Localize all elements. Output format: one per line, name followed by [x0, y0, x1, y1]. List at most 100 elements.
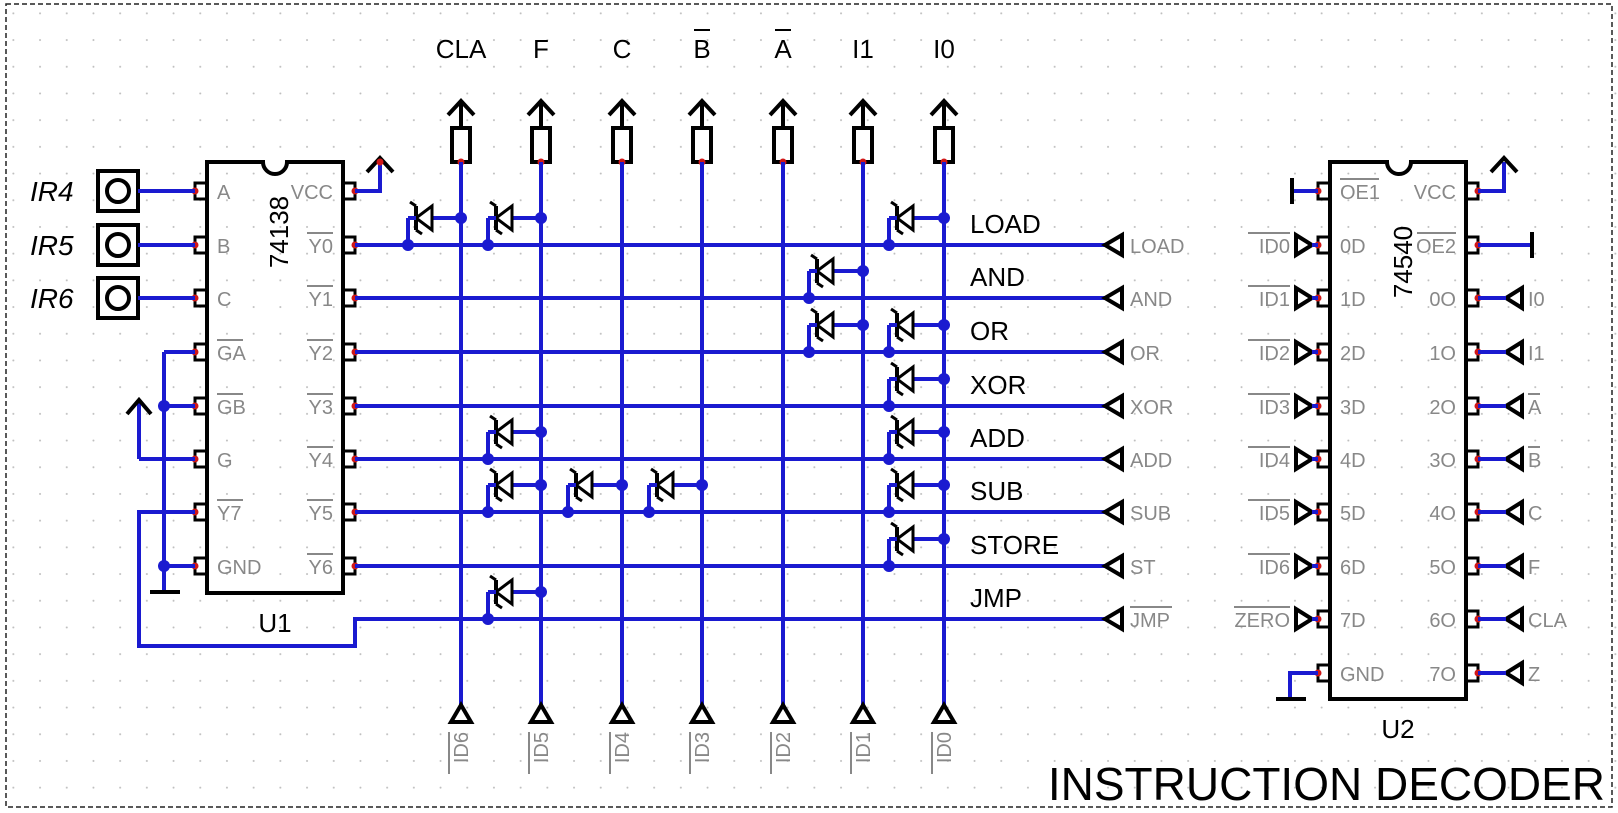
row-label-add: ADD [970, 423, 1025, 453]
column-top-label-a: A [774, 34, 792, 64]
u2-output-label-f: F [1528, 557, 1540, 579]
diode-row-junction [803, 346, 815, 358]
diode-cathode-tail [489, 574, 497, 582]
u2-pin-label-5d: 5D [1340, 503, 1366, 525]
diode-symbol [493, 577, 514, 607]
diode-cathode-tail [890, 414, 898, 422]
u2-input-label-id3: ID3 [1259, 397, 1290, 419]
u2-input-flag [1294, 231, 1316, 259]
diode-row-junction [883, 560, 895, 572]
u1-pin-label-gb: GB [217, 397, 246, 419]
column-port-flag [930, 701, 958, 724]
diode-symbol [894, 364, 915, 394]
diode-symbol [894, 203, 915, 233]
u1-ic-body [205, 160, 345, 595]
pullup-resistor [530, 126, 552, 164]
row-port-label-sub: SUB [1130, 503, 1171, 525]
vcc-arrow-symbol [125, 396, 153, 416]
row-port-flag [1101, 552, 1124, 580]
u2-input-label-zero: ZERO [1234, 610, 1290, 632]
u2-output-label-c: C [1528, 503, 1542, 525]
u2-output-label-i1: I1 [1528, 343, 1545, 365]
diode-symbol [493, 417, 514, 447]
u2-pin-label-1o: 1O [1429, 343, 1456, 365]
diode-row-junction [482, 453, 494, 465]
row-port-label-load: LOAD [1130, 236, 1184, 258]
row-label-jmp: JMP [970, 583, 1022, 613]
row-label-load: LOAD [970, 209, 1041, 239]
diode-cathode-tail [650, 467, 658, 475]
circuit-drawing: 74138U1ABCGAGBGY7GNDVCCY0Y1Y2Y3Y4Y5Y6IR4… [30, 29, 1568, 774]
u2-output-flag [1502, 284, 1524, 312]
diode-symbol [493, 203, 514, 233]
u1-pin-label-y7: Y7 [217, 503, 241, 525]
input-connector [96, 223, 140, 267]
u2-input-flag [1294, 284, 1316, 312]
u1-pin-label-y2: Y2 [309, 343, 333, 365]
u2-input-flag [1294, 392, 1316, 420]
u2-input-label-id6: ID6 [1259, 557, 1290, 579]
u1-pin-label-g: G [217, 450, 233, 472]
column-top-label-f: F [533, 34, 549, 64]
diode-symbol [894, 524, 915, 554]
pullup-resistor [691, 126, 713, 164]
u2-input-flag [1294, 445, 1316, 473]
diode-symbol [894, 417, 915, 447]
u2-input-label-id5: ID5 [1259, 503, 1290, 525]
column-port-label-id5: ID5 [531, 732, 553, 763]
diode-row-junction [883, 506, 895, 518]
diode-cathode-tail [890, 200, 898, 208]
vcc-dot [376, 158, 384, 166]
u1-pin-label-a: A [217, 182, 231, 204]
u2-input-label-id1: ID1 [1259, 289, 1290, 311]
u2-input-label-id4: ID4 [1259, 450, 1290, 472]
u2-pin-label-oe2: OE2 [1416, 236, 1456, 258]
u2-input-flag [1294, 605, 1316, 633]
diode-column-junction [535, 212, 547, 224]
input-connector [96, 169, 140, 213]
u2-output-flag [1502, 338, 1524, 366]
diode-column-junction [535, 586, 547, 598]
u2-output-flag [1502, 659, 1524, 687]
diode-symbol [814, 256, 835, 286]
connector-pin-circle [105, 285, 131, 311]
u2-output-label-i0: I0 [1528, 289, 1545, 311]
u2-pin-label-5o: 5O [1429, 557, 1456, 579]
u2-pin-label-3d: 3D [1340, 397, 1366, 419]
u1-vcc-wire [355, 162, 382, 193]
u2-pin-label-2o: 2O [1429, 397, 1456, 419]
u2-pin-label-3o: 3O [1429, 450, 1456, 472]
u2-output-label-a: A [1528, 397, 1542, 419]
pullup-resistor [933, 126, 955, 164]
u1-reference: U1 [258, 608, 291, 638]
u2-pin-label-2d: 2D [1340, 343, 1366, 365]
u2-output-flag [1502, 498, 1524, 526]
diode-column-junction [535, 479, 547, 491]
diode-symbol [493, 470, 514, 500]
diode-row-junction [643, 506, 655, 518]
diode-row-junction [482, 239, 494, 251]
u2-input-flag [1294, 498, 1316, 526]
column-port-label-id4: ID4 [612, 732, 634, 763]
diode-column-junction [938, 319, 950, 331]
u2-vcc-wire [1478, 162, 1506, 193]
diode-cathode-tail [890, 361, 898, 369]
u1-pin-label-y5: Y5 [309, 503, 333, 525]
u2-output-flag [1502, 392, 1524, 420]
diode-cathode-tail [415, 228, 423, 236]
diode-cathode-tail [656, 495, 664, 503]
diode-cathode-tail [816, 281, 824, 289]
u1-pin-label-ga: GA [217, 343, 247, 365]
diode-symbol [413, 203, 434, 233]
diode-symbol [894, 310, 915, 340]
column-top-label-cla: CLA [436, 34, 487, 64]
u2-output-flag [1502, 605, 1524, 633]
u2-pin-label-0d: 0D [1340, 236, 1366, 258]
column-top-label-b: B [693, 34, 710, 64]
row-port-label-jmp: JMP [1130, 610, 1170, 632]
sheet-border [5, 3, 1613, 808]
diode-symbol [814, 310, 835, 340]
u2-input-flag [1294, 552, 1316, 580]
u1-pin-label-b: B [217, 236, 230, 258]
diode-row-junction [402, 239, 414, 251]
